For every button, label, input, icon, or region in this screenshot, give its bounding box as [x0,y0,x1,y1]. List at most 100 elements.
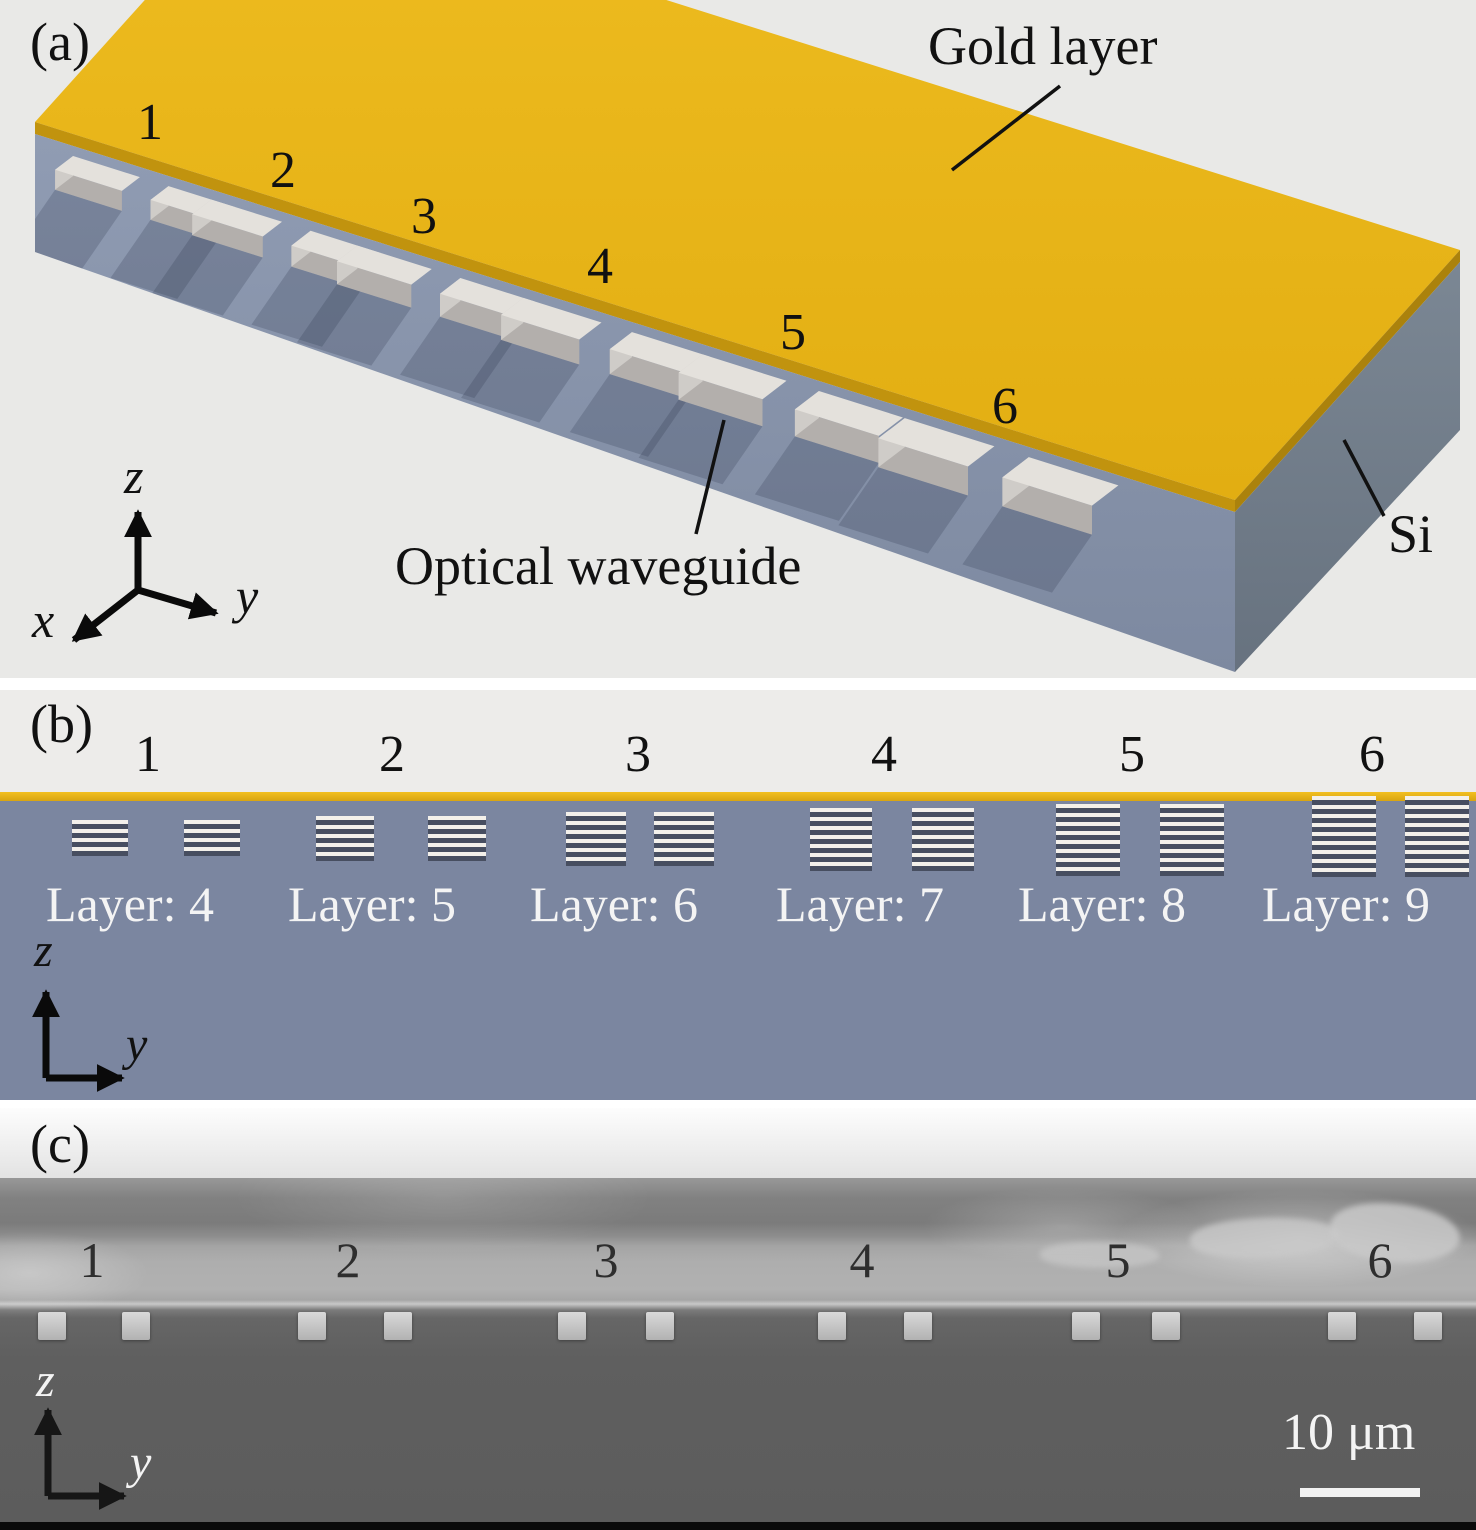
layer-count-label: Layer: 4 [46,876,214,932]
waveguide-bar-top [678,354,787,400]
waveguide-cross-section [298,1312,326,1340]
grating-block [72,820,128,856]
waveguide-bar-front [192,214,263,258]
gold-edge-right [1235,250,1460,512]
waveguide-shadow [152,235,263,316]
waveguide-cross-section [1328,1312,1356,1340]
waveguide-number-label: 2 [270,142,296,199]
grating-block [912,808,974,871]
axis-x-label: x [32,592,55,648]
gold-top-face [35,0,1460,500]
panel-b-tag: (b) [30,694,93,754]
waveguide-cross-section [38,1312,66,1340]
y-axis-arrow [137,586,219,620]
waveguide-bar-top [501,297,602,340]
sem-number-label: 2 [335,1232,361,1288]
grating-block [566,812,626,866]
waveguide-bar-front [678,372,763,427]
waveguide-shadow [461,339,580,423]
waveguide-number-label: 5 [780,304,806,361]
scale-bar [1300,1488,1420,1497]
waveguide-bar-front [609,349,688,399]
waveguide-shadows [35,189,1092,593]
layer-count-label: Layer: 8 [1018,876,1186,932]
gold-edge-front [35,122,1235,512]
waveguide-bar-top [794,391,903,436]
waveguide-shadow [754,436,879,521]
axis-triad [71,509,219,643]
waveguide-shadow [297,284,412,366]
panel-c-tag: (c) [30,1114,90,1174]
gold-layer-strip [0,792,1476,801]
grating-block [810,808,872,871]
waveguide-bar-front [1002,477,1092,535]
panel-b-side-view: (b) 1 2 3 4 5 6 Layer: 4 Layer: 5 Layer:… [0,690,1476,1100]
waveguide-bar-front [440,293,515,341]
sem-header-strip [0,1108,1476,1178]
panel-c-sem-image: (c) 1 2 3 4 5 6 [0,1108,1476,1530]
grating-block [184,820,240,856]
grating-number-label: 3 [625,726,651,783]
axis-z-label: z [36,1354,55,1407]
waveguide-bar-top [55,156,140,191]
waveguide-shadow [569,374,688,457]
waveguide-cross-section [1152,1312,1180,1340]
waveguide-cross-section [904,1312,932,1340]
figure-bottom-rule [0,1522,1476,1530]
waveguide-bars [55,156,1119,535]
waveguide-number-label: 6 [992,378,1018,435]
grating-block [1160,804,1224,876]
axis-z-label: z [124,448,144,504]
layer-count-label: Layer: 5 [288,876,456,932]
waveguide-bar-top [192,199,282,237]
waveguide-shadow [638,399,763,485]
grating-number-label: 1 [135,726,161,783]
waveguide-cross-section [818,1312,846,1340]
optical-waveguide-label: Optical waveguide [395,536,802,596]
waveguide-bar-top [878,418,995,467]
pointer-line-gold [950,84,1062,172]
grating-block [654,812,714,866]
panel-a-schematic-3d: (a) Gold layer 1 2 3 4 5 6 Optical waveg… [0,0,1476,678]
waveguide-number-label: 4 [587,238,613,295]
waveguide-bar-front [794,409,879,463]
grating-block [428,816,486,861]
grating-number-label: 6 [1359,726,1385,783]
pointer-line-waveguide [694,419,726,535]
gold-layer-label: Gold layer [928,16,1158,76]
waveguide-cross-section [558,1312,586,1340]
grating-number-label: 2 [379,726,405,783]
silicon-right-face [1235,262,1460,672]
grating-block [1056,804,1120,876]
panel-a-tag: (a) [30,12,90,72]
sem-number-label: 5 [1105,1232,1131,1288]
waveguide-shadow [838,467,968,554]
grating-number-label: 4 [871,726,897,783]
waveguide-bar-top [337,245,432,285]
grating-block [316,816,374,861]
axis-zy-panel-b [32,989,125,1092]
waveguide-shadow [400,316,515,399]
sem-number-label: 3 [593,1232,619,1288]
waveguide-cross-section [1414,1312,1442,1340]
sem-number-label: 1 [79,1232,105,1288]
waveguide-number-label: 1 [137,94,163,151]
waveguide-shadow [35,189,122,269]
chip-3d-drawing [35,0,1460,672]
axis-y-label: y [130,1436,152,1489]
air-region [0,690,1476,792]
waveguide-cross-section [646,1312,674,1340]
sem-number-label: 6 [1367,1232,1393,1288]
silicon-substrate [0,801,1476,1100]
waveguide-cross-section [384,1312,412,1340]
layer-count-label: Layer: 7 [776,876,944,932]
scale-bar-label: 10 μm [1282,1404,1416,1461]
waveguide-bar-front [55,169,122,211]
waveguide-bar-top [1002,457,1119,506]
pointer-line-si [1342,439,1386,517]
axis-y-label: y [236,568,259,624]
si-label: Si [1388,504,1434,564]
grating-block [1405,796,1469,877]
waveguide-shadow [110,219,218,299]
